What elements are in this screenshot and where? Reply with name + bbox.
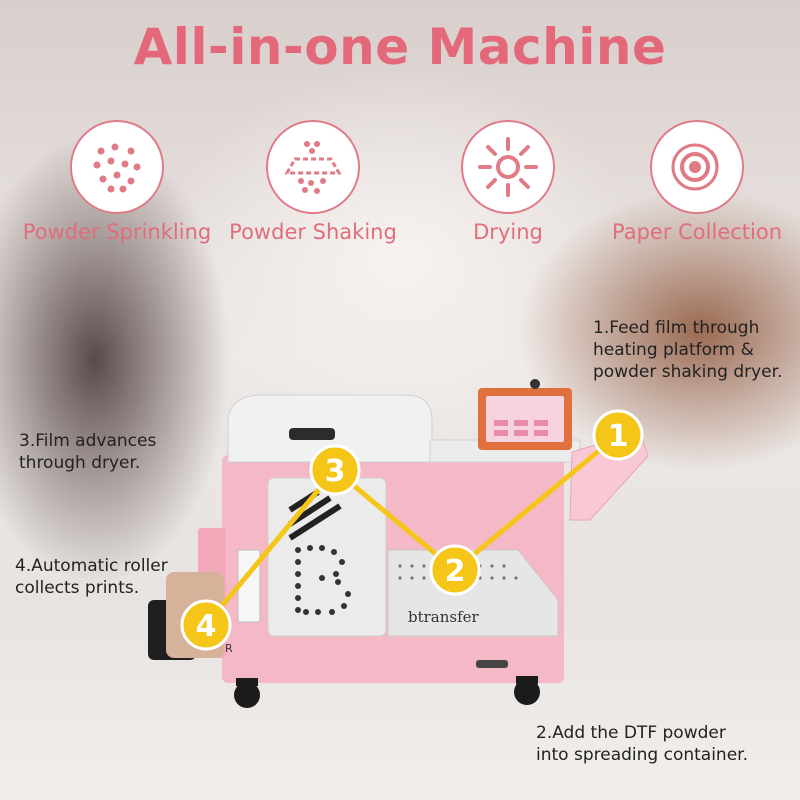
b-logo-dots (295, 545, 351, 615)
emergency-knob[interactable] (530, 379, 540, 389)
note-step-2: 2.Add the DTF powder into spreading cont… (536, 722, 748, 766)
page-title: All-in-one Machine (133, 18, 667, 76)
note-line: 3.Film advances (19, 431, 157, 451)
note-step-3: 3.Film advances through dryer. (19, 430, 156, 474)
feature-label: Paper Collection (611, 220, 783, 244)
step-marker-2: 2 (429, 544, 481, 596)
step-marker-1: 1 (592, 409, 644, 461)
feature-powder-shaking: Powder Shaking (213, 120, 413, 244)
note-line: through dryer. (19, 453, 141, 473)
feature-label: Powder Sprinkling (22, 220, 212, 244)
marker-number: 1 (608, 419, 629, 454)
feature-paper-collection: Paper Collection (597, 120, 797, 244)
note-line: 2.Add the DTF powder (536, 723, 726, 743)
powder-sprinkling-icon (70, 120, 164, 214)
feature-powder-sprinkling: Powder Sprinkling (17, 120, 217, 244)
marker-number: 3 (325, 454, 346, 489)
feature-label: Powder Shaking (229, 220, 397, 244)
paper-roll-icon (650, 120, 744, 214)
marker-number: 2 (445, 554, 466, 589)
feature-label: Drying (473, 220, 543, 244)
note-step-4: 4.Automatic roller collects prints. (15, 555, 168, 599)
drawer-handle[interactable] (476, 660, 508, 668)
step-marker-4: 4 (180, 599, 232, 651)
note-line: collects prints. (15, 578, 140, 598)
note-line: heating platform & (593, 340, 754, 360)
note-step-1: 1.Feed film through heating platform & p… (593, 317, 782, 383)
feature-row: Powder Sprinkling Powder Shaking (0, 120, 800, 250)
process-path-line (204, 433, 620, 627)
note-line: 1.Feed film through (593, 318, 760, 338)
brand-label: btransfer (408, 608, 480, 626)
note-line: powder shaking dryer. (593, 362, 783, 382)
roller-letter: R (225, 642, 233, 655)
dryer-handle (289, 428, 335, 440)
marker-number: 4 (196, 609, 217, 644)
feature-drying: Drying (408, 120, 608, 244)
caster-wheels (234, 676, 540, 708)
step-marker-3: 3 (309, 444, 361, 496)
note-line: 4.Automatic roller (15, 556, 168, 576)
sun-drying-icon (461, 120, 555, 214)
powder-shaking-icon (266, 120, 360, 214)
note-line: into spreading container. (536, 745, 748, 765)
